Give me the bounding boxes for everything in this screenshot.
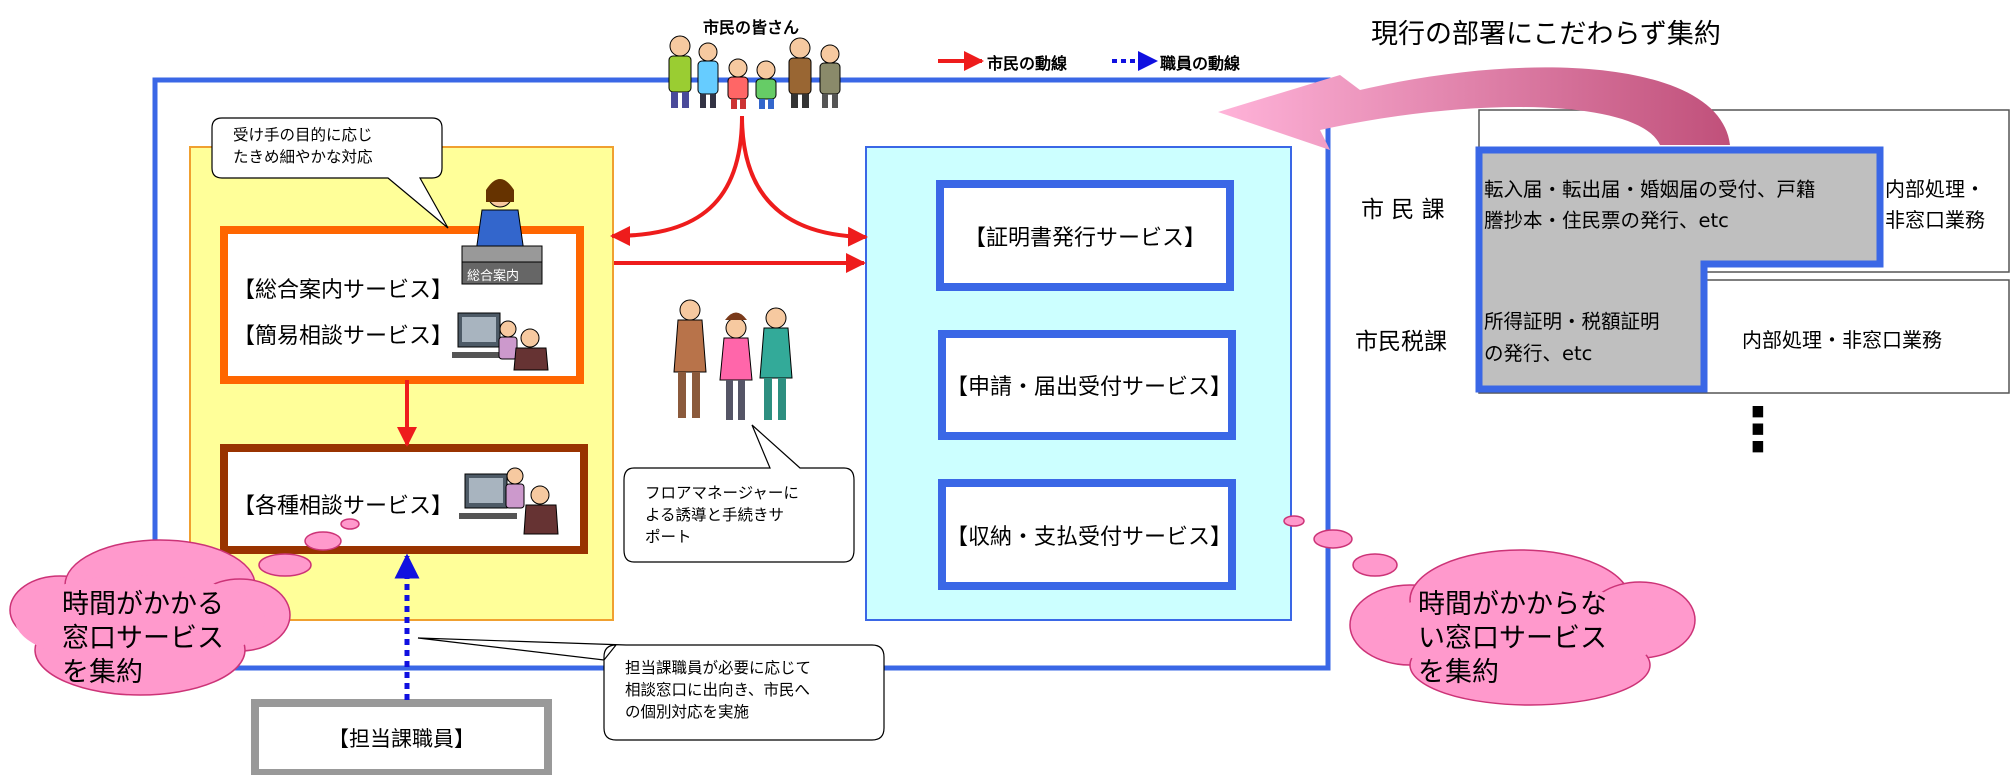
staff-callout-text: 担当課職員が必要に応じて 相談窓口に出向き、市民へ の個別対応を実施 <box>625 657 811 723</box>
floor-callout-line: ポート <box>645 528 692 546</box>
zei-counter-line: 所得証明・税額証明 <box>1484 310 1660 333</box>
desk-sign: 総合案内 <box>467 269 520 284</box>
legend-staff-label: 職員の動線 <box>1160 54 1241 73</box>
citizen-figure <box>668 35 692 108</box>
shimin-dept-label: 市 民 課 <box>1361 197 1445 223</box>
zei-internal-text: 内部処理・非窓口業務 <box>1742 328 1942 352</box>
citizen-figure <box>819 44 841 108</box>
citizen-figure <box>727 58 749 109</box>
gray-counter-area <box>1479 150 1880 389</box>
payment-box <box>938 479 1236 590</box>
shimin-counter-line: 転入届・転出届・婚姻届の受付、戸籍 <box>1484 178 1816 201</box>
simple-consult-illustration <box>452 312 549 371</box>
counter-blue-outline <box>1475 146 1884 393</box>
receiver-callout-line: 受け手の目的に応じ <box>233 126 373 144</box>
simple-consult-label: 【簡易相談サービス】 <box>233 324 454 349</box>
shimin-counter-text: 転入届・転出届・婚姻届の受付、戸籍 謄抄本・住民票の発行、etc <box>1484 174 1816 236</box>
general-info-label: 【総合案内サービス】 <box>233 278 454 303</box>
staff-callout <box>417 637 885 741</box>
floor-callout-line: フロアマネージャーに <box>645 484 799 502</box>
floor-callout <box>623 424 855 563</box>
receiver-callout-line: たきめ細やかな対応 <box>233 148 373 166</box>
zei-counter-line: の発行、etc <box>1484 342 1593 365</box>
citizen-arrow-left <box>610 115 744 246</box>
right-cloud-line: 時間がかからな <box>1418 589 1607 620</box>
left-cloud-line: を集約 <box>62 657 143 688</box>
zei-dept-label: 市民税課 <box>1355 329 1447 355</box>
staff-box <box>251 699 552 775</box>
receiver-callout <box>211 117 449 229</box>
citizens-group-illustration <box>668 35 841 109</box>
receptionist-illustration <box>461 179 543 285</box>
citizen-figure <box>755 60 777 109</box>
various-consult-label: 【各種相談サービス】 <box>233 494 454 519</box>
shimin-internal-line: 内部処理・ <box>1885 177 1985 201</box>
continuation-ellipsis: ⋮ <box>1728 395 1788 465</box>
right-cloud <box>1283 515 1696 706</box>
application-box <box>938 330 1236 440</box>
citizens-label: 市民の皆さん <box>703 18 800 37</box>
right-cloud-text: 時間がかからな い窓口サービス を集約 <box>1418 588 1607 690</box>
left-cloud <box>9 518 360 696</box>
zei-counter-text: 所得証明・税額証明 の発行、etc <box>1484 306 1660 370</box>
floor-manager-illustration <box>673 299 793 420</box>
right-cloud-line: を集約 <box>1418 657 1499 688</box>
left-cloud-line: 時間がかかる <box>62 589 224 620</box>
shimin-counter-line: 謄抄本・住民票の発行、etc <box>1484 209 1729 232</box>
legend-citizen-label: 市民の動線 <box>987 54 1068 73</box>
staff-callout-line: 担当課職員が必要に応じて <box>625 659 812 677</box>
receiver-callout-text: 受け手の目的に応じ たきめ細やかな対応 <box>233 124 373 168</box>
various-consult-illustration <box>459 467 559 535</box>
staff-callout-line: の個別対応を実施 <box>625 703 750 721</box>
certificate-box <box>936 180 1234 291</box>
left-cloud-text: 時間がかかる 窓口サービス を集約 <box>62 588 224 690</box>
consolidate-curved-arrow <box>1218 67 1730 150</box>
payment-label: 【収納・支払受付サービス】 <box>946 524 1233 550</box>
floor-callout-line: よる誘導と手続きサ <box>645 506 785 524</box>
shimin-internal-text: 内部処理・ 非窓口業務 <box>1885 174 1985 236</box>
shimin-internal-line: 非窓口業務 <box>1885 208 1985 232</box>
citizen-arrow-right <box>740 115 868 247</box>
staff-callout-line: 相談窓口に出向き、市民へ <box>625 681 810 699</box>
staff-label: 【担当課職員】 <box>328 727 475 751</box>
citizen-figure <box>697 42 719 108</box>
left-cloud-line: 窓口サービス <box>62 623 224 654</box>
right-cloud-line: い窓口サービス <box>1418 623 1607 654</box>
citizen-figure <box>788 37 812 108</box>
certificate-label: 【証明書発行サービス】 <box>963 225 1206 251</box>
application-label: 【申請・届出受付サービス】 <box>946 375 1233 400</box>
consolidate-title: 現行の部署にこだわらず集約 <box>1371 19 1721 50</box>
floor-callout-text: フロアマネージャーに よる誘導と手続きサ ポート <box>645 482 799 548</box>
